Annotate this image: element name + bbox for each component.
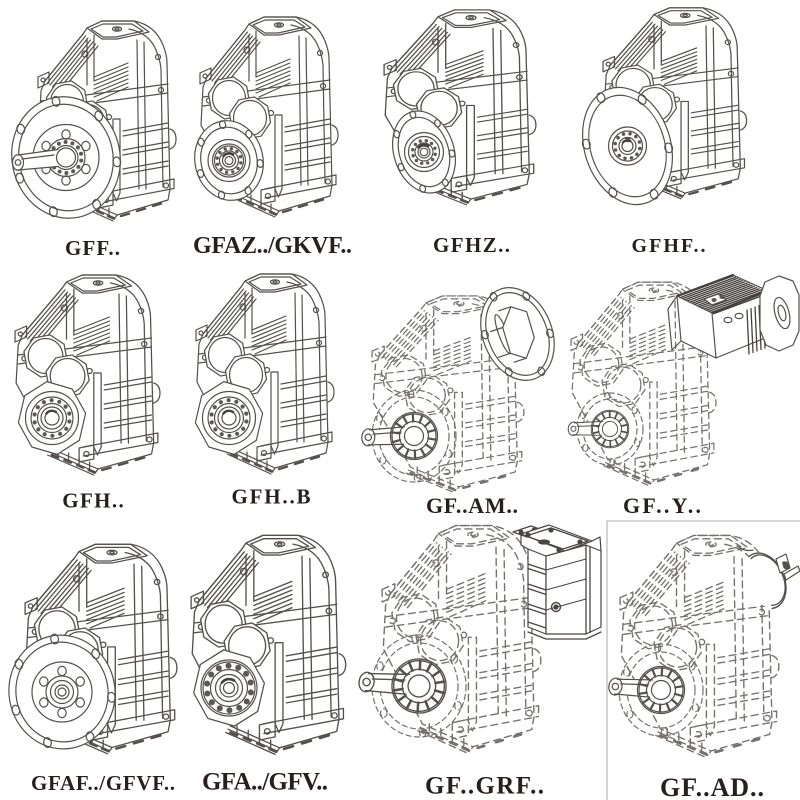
svg-text:GFAF../GFVF..: GFAF../GFVF..: [31, 771, 175, 795]
svg-text:GF..AD..: GF..AD..: [660, 773, 764, 800]
svg-text:GFH..B: GFH..B: [232, 485, 311, 509]
svg-text:GFHZ..: GFHZ..: [433, 233, 510, 257]
svg-text:GFF..: GFF..: [65, 236, 120, 260]
svg-text:GFHF..: GFHF..: [632, 235, 706, 257]
svg-text:GF..Y..: GF..Y..: [623, 493, 701, 518]
svg-text:GF..GRF..: GF..GRF..: [425, 773, 544, 800]
svg-text:GF..AM..: GF..AM..: [426, 493, 518, 518]
svg-text:GFA../GFV..: GFA../GFV..: [202, 769, 328, 796]
svg-text:GFH..: GFH..: [62, 489, 124, 513]
svg-text:GFAZ../GKVF..: GFAZ../GKVF..: [193, 233, 352, 259]
